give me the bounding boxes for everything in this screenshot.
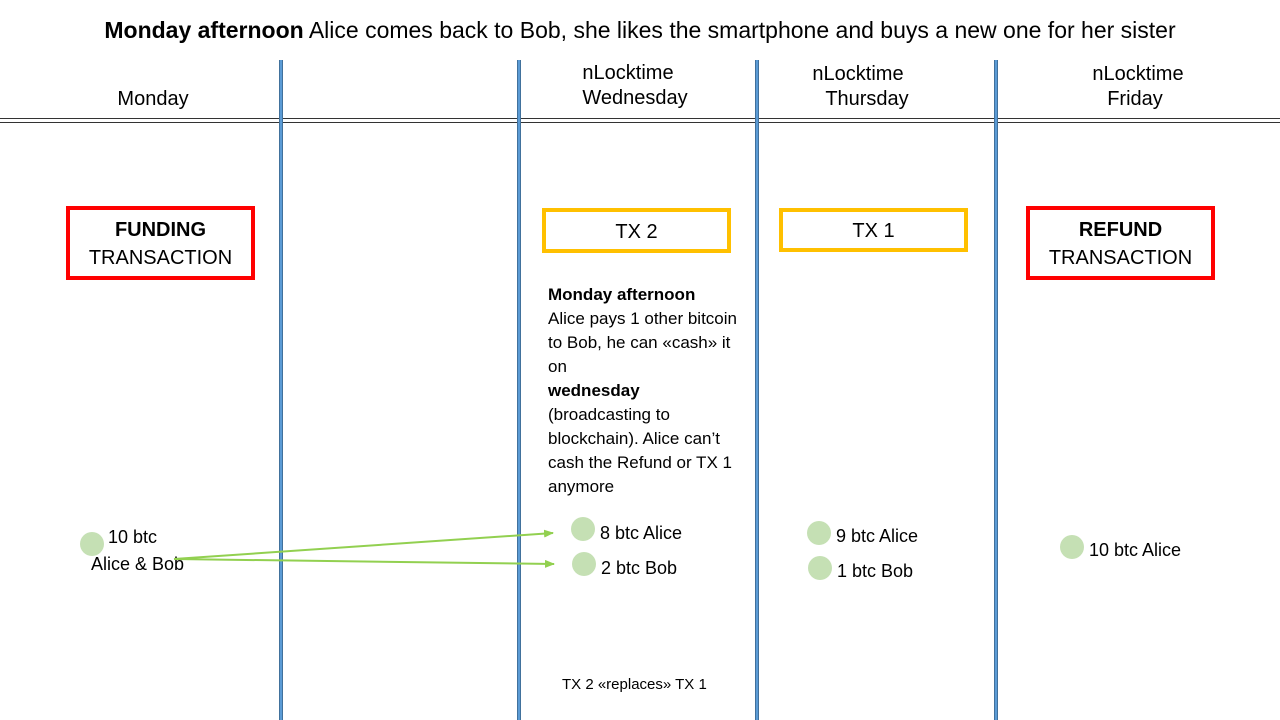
column-wednesday: nLocktime Wednesday xyxy=(535,61,735,111)
timeline-line-top xyxy=(0,118,1280,119)
tx1-alice-label: 9 btc Alice xyxy=(836,526,919,546)
column-monday: Monday xyxy=(117,88,189,110)
column-thursday-line2: Thursday xyxy=(825,88,909,110)
column-friday: nLocktime Friday xyxy=(1038,62,1238,112)
refund-transaction-box: REFUND TRANSACTION xyxy=(1026,206,1215,280)
title-bold: Monday afternoon xyxy=(104,17,304,43)
tx1-bob-label: 1 btc Bob xyxy=(837,561,914,581)
tx2-alice-label: 8 btc Alice xyxy=(600,523,683,543)
slide-title: Monday afternoon Alice comes back to Bob… xyxy=(0,17,1280,44)
tx1-bob-dot xyxy=(808,556,832,580)
timeline-line-bottom xyxy=(0,122,1280,123)
column-friday-line2: Friday xyxy=(1107,88,1163,110)
tx2-box: TX 2 xyxy=(542,208,731,253)
note-text-2: (broadcasting to blockchain). Alice can’… xyxy=(548,405,732,496)
note-heading: Monday afternoon xyxy=(548,285,696,304)
replaces-note: TX 2 «replaces» TX 1 xyxy=(562,676,707,693)
tx2-bob-dot xyxy=(572,552,596,576)
tx2-alice-dot xyxy=(571,517,595,541)
tx1-alice-dot xyxy=(807,521,831,545)
note-text-1: Alice pays 1 other bitcoin to Bob, he ca… xyxy=(548,309,737,376)
column-wednesday-line1: nLocktime xyxy=(582,62,674,84)
refund-alice-dot xyxy=(1060,535,1084,559)
funding-transaction-box: FUNDING TRANSACTION xyxy=(66,206,255,280)
funding-output-amount: 10 btc xyxy=(108,527,158,547)
column-wednesday-line2: Wednesday xyxy=(582,87,688,109)
column-friday-line1: nLocktime xyxy=(1092,63,1184,85)
arrow-to-tx2-bob xyxy=(173,558,555,568)
note-bold-day: wednesday xyxy=(548,381,640,400)
column-thursday-line1: nLocktime xyxy=(812,63,904,85)
column-thursday: nLocktime Thursday xyxy=(758,62,958,112)
funding-box-line2: TRANSACTION xyxy=(88,247,233,269)
funding-output-dot xyxy=(80,532,104,556)
refund-box-line1: REFUND xyxy=(1078,219,1163,241)
tx2-explanation: Monday afternoon Alice pays 1 other bitc… xyxy=(548,283,748,499)
separator-4 xyxy=(994,60,998,720)
tx2-bob-label: 2 btc Bob xyxy=(601,558,678,578)
separator-2 xyxy=(517,60,521,720)
refund-alice-label: 10 btc Alice xyxy=(1089,540,1182,560)
refund-box-line2: TRANSACTION xyxy=(1048,247,1193,269)
separator-1 xyxy=(279,60,283,720)
funding-box-line1: FUNDING xyxy=(114,219,207,241)
separator-3 xyxy=(755,60,759,720)
funding-output-owners: Alice & Bob xyxy=(91,554,185,574)
tx1-box: TX 1 xyxy=(779,208,968,252)
title-rest: Alice comes back to Bob, she likes the s… xyxy=(303,17,1176,43)
arrow-to-tx2-alice xyxy=(173,529,554,560)
